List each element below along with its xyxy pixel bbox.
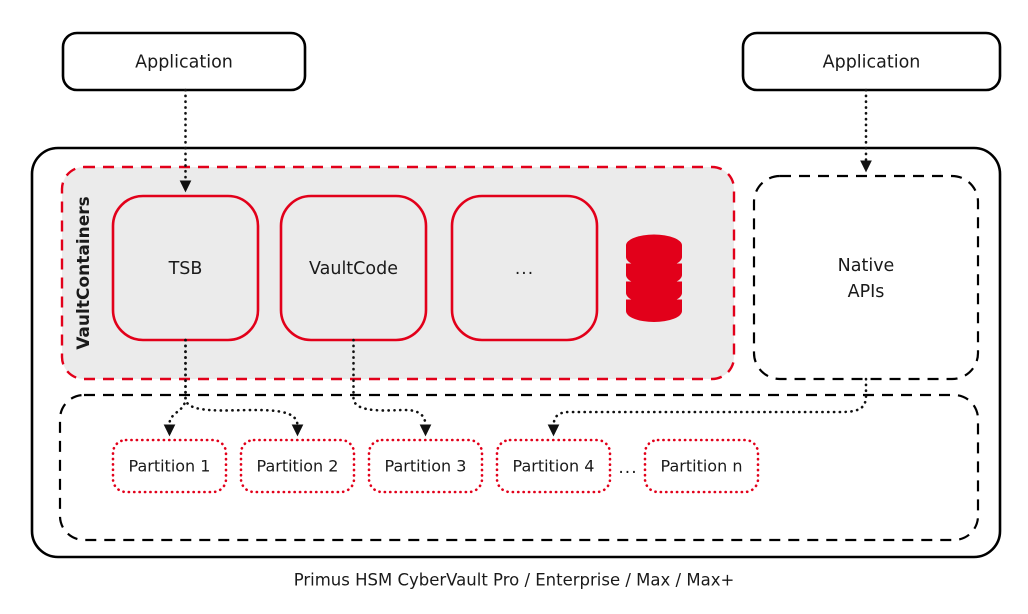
connector-vaultcode-to-partition-3 (352, 338, 432, 437)
hsm-outer-border (30, 146, 1002, 559)
application-box-right-shape (743, 33, 1000, 90)
vault-containers-border (60, 165, 736, 381)
partition-box-2-border (239, 438, 356, 494)
vault-module-tsb-fill (113, 196, 258, 340)
vault-module-tsb[interactable]: TSB (111, 194, 260, 342)
partition-box-1-border (111, 438, 228, 494)
application-box-left[interactable]: Application (61, 31, 307, 92)
partition-box-1-label: Partition 1 (129, 457, 211, 476)
partition-box-3[interactable]: Partition 3 (367, 438, 484, 494)
application-box-left-label: Application (135, 53, 233, 73)
native-apis-box[interactable]: Native APIs (752, 174, 980, 381)
vault-module-vaultcode-label: VaultCode (309, 259, 398, 279)
partition-box-4-fill (497, 440, 610, 492)
database-cylinder-icon (626, 234, 682, 322)
partition-box-n[interactable]: Partition n (643, 438, 760, 494)
partition-box-4[interactable]: Partition 4 (495, 438, 612, 494)
partition-box-2-label: Partition 2 (257, 457, 339, 476)
partition-box-4-label: Partition 4 (513, 457, 595, 476)
vault-module-vaultcode-fill (281, 196, 426, 340)
diagram-caption: Primus HSM CyberVault Pro / Enterprise /… (294, 571, 735, 590)
partition-box-n-label: Partition n (661, 457, 743, 476)
partition-box-n-fill (645, 440, 758, 492)
partition-box-4-border (495, 438, 612, 494)
application-box-left-shape (63, 33, 305, 90)
partition-box-1[interactable]: Partition 1 (111, 438, 228, 494)
application-box-right-label: Application (823, 53, 921, 73)
application-box-left-border (61, 31, 307, 92)
native-apis-border (752, 174, 980, 381)
connector-native-apis-to-partition-4 (547, 377, 868, 437)
partition-box-3-border (367, 438, 484, 494)
vault-module-vaultcode[interactable]: VaultCode (279, 194, 428, 342)
vault-module-tsb-label: TSB (168, 259, 203, 279)
native-apis-label-line2: APIs (848, 282, 885, 302)
vault-containers-label: VaultContainers (74, 196, 94, 350)
partition-box-1-fill (113, 440, 226, 492)
vault-module-more-label: ... (515, 259, 534, 279)
native-apis-fill (754, 176, 978, 379)
partition-box-3-label: Partition 3 (385, 457, 467, 476)
partitions-container-border (58, 393, 980, 542)
partition-box-3-fill (369, 440, 482, 492)
partition-box-n-border (643, 438, 760, 494)
vault-module-more-fill (452, 196, 597, 340)
partition-ellipsis: ... (618, 458, 637, 478)
partition-box-2-fill (241, 440, 354, 492)
vault-module-more[interactable]: ... (450, 194, 599, 342)
native-apis-label-line1: Native (838, 256, 895, 276)
application-box-right-border (741, 31, 1002, 92)
connector-tsb-to-partition-2 (184, 338, 304, 437)
application-box-right[interactable]: Application (741, 31, 1002, 92)
vault-module-more-border (450, 194, 599, 342)
partition-box-2[interactable]: Partition 2 (239, 438, 356, 494)
